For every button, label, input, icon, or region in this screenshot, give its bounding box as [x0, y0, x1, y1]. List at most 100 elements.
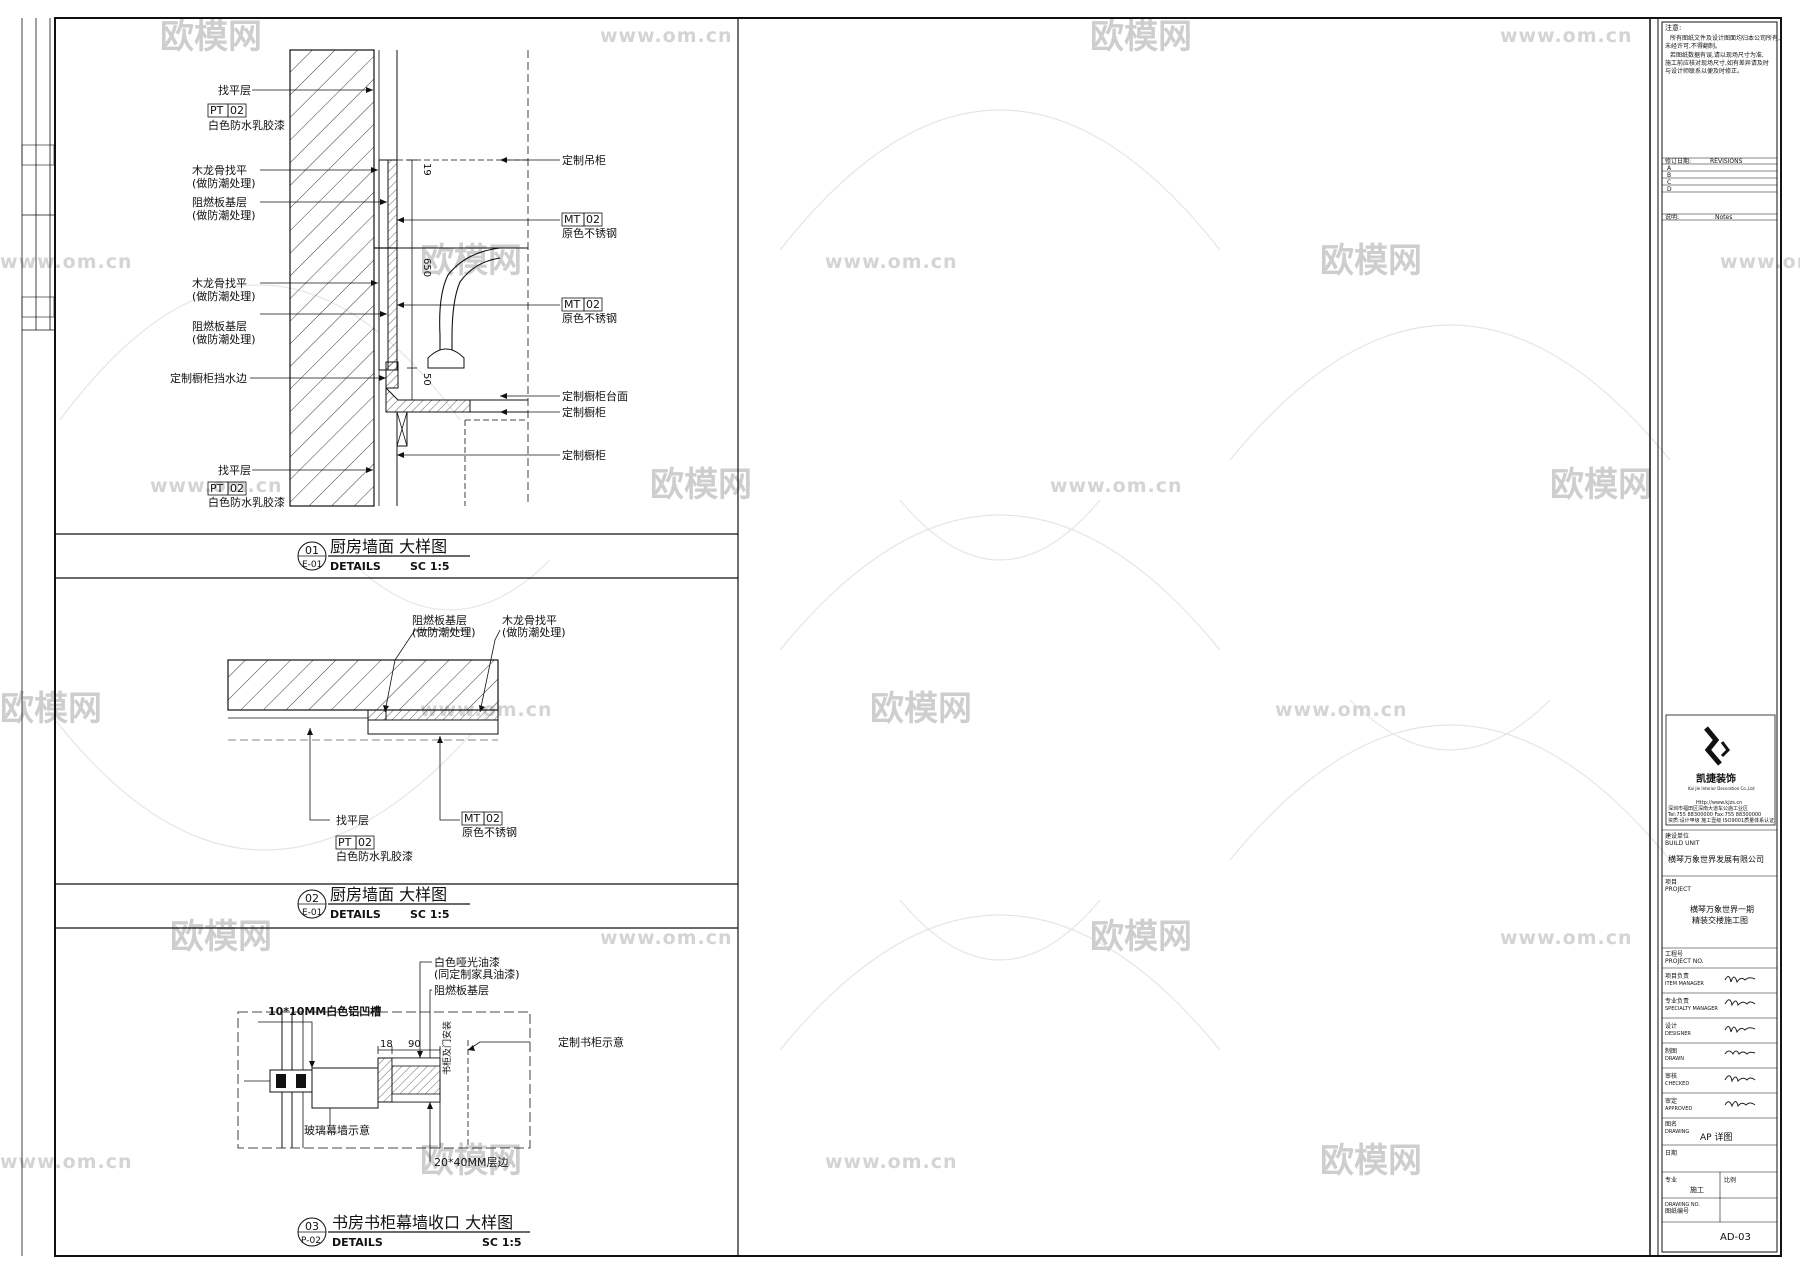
label-board-note: (做防潮处理) — [192, 208, 256, 222]
role-en: APPROVED — [1665, 1106, 1692, 1112]
label-steel: 原色不锈钢 — [562, 226, 617, 240]
note-line: 若图纸数据有误,请以现场尺寸为准, — [1670, 51, 1764, 59]
label-board-note: (做防潮处理) — [412, 625, 476, 639]
role-label: 设计 — [1665, 1022, 1677, 1030]
material-tag-number: 02 — [486, 812, 500, 825]
label-glass: 玻璃幕墙示意 — [304, 1123, 370, 1137]
dimension-label: 650 — [421, 258, 432, 277]
label-paint-bottom: 白色防水乳胶漆 — [208, 495, 285, 509]
label-splash: 定制橱柜挡水边 — [170, 371, 247, 385]
label-paint: 白色哑光油漆 — [434, 955, 500, 969]
stage-label: 专业 — [1665, 1176, 1677, 1184]
watermark-brand: 欧模网 — [1320, 241, 1422, 281]
label-bookcase: 定制书柜示意 — [558, 1035, 624, 1049]
dimension-label: 19 — [421, 163, 432, 176]
project-label: 项目 — [1665, 879, 1677, 886]
scale-label: 比例 — [1724, 1176, 1736, 1184]
label-board: 阻燃板基层 — [412, 613, 467, 627]
company-url: Http://www.kjzs.cn — [1696, 800, 1742, 806]
dimension-label: 50 — [421, 373, 432, 386]
material-tag-number: 02 — [230, 104, 244, 117]
role-label: 审定 — [1665, 1097, 1677, 1105]
drawing-no-en: DRAWING NO. — [1665, 1202, 1700, 1208]
dimension-label: 90 — [408, 1039, 421, 1050]
details-label: DETAILS — [330, 908, 381, 921]
project-no-label: 工程号 — [1665, 950, 1683, 958]
detail-title: 厨房墙面 大样图 — [330, 537, 447, 556]
build-unit-en: BUILD UNIT — [1665, 840, 1700, 847]
build-unit-label: 建设单位 — [1665, 832, 1689, 840]
watermark-url: www.om.cn — [0, 251, 133, 273]
note-line: 未经许可,不得翻制。 — [1665, 42, 1721, 50]
detail-ref: E-01 — [302, 908, 322, 918]
watermark-url: www.om.cn — [1500, 927, 1633, 949]
watermark-url: www.om.cn — [0, 1151, 133, 1173]
label-gap: 20*40MM层边 — [434, 1156, 508, 1169]
scale-label: SC 1:5 — [482, 1236, 522, 1249]
material-tag-code: MT — [564, 213, 580, 226]
revision-row: B — [1667, 172, 1671, 179]
label-keel: 木龙骨找平 — [192, 276, 247, 290]
label-keel-note: (做防潮处理) — [502, 625, 566, 639]
label-keel-note: (做防潮处理) — [192, 176, 256, 190]
watermark-url: www.om.cn — [1275, 699, 1408, 721]
dimension-label: 18 — [380, 1039, 393, 1050]
company-tel: Tel:755 88300000 Fax:755 88300000 — [1667, 812, 1761, 818]
label-level: 找平层 — [336, 813, 369, 827]
scale-label: SC 1:5 — [410, 908, 450, 921]
watermark-brand: 欧模网 — [650, 465, 752, 505]
material-tag-code: PT — [338, 836, 352, 849]
label-hanging-cabinet: 定制吊柜 — [562, 153, 606, 167]
role-en: DRAWN — [1665, 1056, 1684, 1062]
role-label: 专业负责 — [1665, 997, 1689, 1005]
role-en: ITEM MANAGER — [1665, 981, 1704, 987]
watermark-brand: 欧模网 — [1090, 917, 1192, 957]
stage-value: 施工 — [1690, 1185, 1704, 1194]
label-countertop: 定制橱柜台面 — [562, 389, 628, 403]
material-tag-number: 02 — [230, 482, 244, 495]
watermark-brand: 欧模网 — [420, 241, 522, 281]
watermark-url: www.om.cn — [600, 927, 733, 949]
revisions-label: 修订日期: — [1665, 157, 1691, 165]
note-line: 与设计师联系以便及时修正。 — [1665, 67, 1743, 75]
role-en: SPECIALTY MANAGER — [1665, 1006, 1718, 1012]
watermark-brand: 欧模网 — [1090, 17, 1192, 57]
detail-title: 厨房墙面 大样图 — [330, 885, 447, 904]
project-value: 横琴万象世界一期 — [1690, 904, 1754, 914]
scale-label: SC 1:5 — [410, 560, 450, 573]
label-paint: 白色防水乳胶漆 — [336, 849, 413, 863]
note-line: 所有图纸文件及设计图面均归本公司所有, — [1670, 34, 1780, 42]
role-label: 审核 — [1665, 1072, 1677, 1080]
label-keel: 木龙骨找平 — [502, 613, 557, 627]
role-en: CHECKED — [1665, 1081, 1689, 1087]
label-board: 阻燃板基层 — [192, 319, 247, 333]
material-tag-number: 02 — [586, 298, 600, 311]
watermark-brand: 欧模网 — [160, 17, 262, 57]
watermark-url: www.om.cn — [825, 251, 958, 273]
sheet-frame — [21, 17, 1782, 1257]
revisions-en: REVISIONS — [1710, 158, 1743, 165]
detail-02-drawing: 阻燃板基层 (做防潮处理) 木龙骨找平 (做防潮处理) 找平层 PT 02 白色… — [227, 613, 566, 863]
detail-ref: E-01 — [302, 560, 322, 570]
label-board: 阻燃板基层 — [434, 983, 489, 997]
role-label: 项目负责 — [1665, 972, 1689, 980]
revision-row: A — [1667, 165, 1672, 172]
watermark-brand: 欧模网 — [1320, 1141, 1422, 1181]
title-block: 注意: 所有图纸文件及设计图面均归本公司所有, 未经许可,不得翻制。 若图纸数据… — [1661, 21, 1780, 1253]
remark-en: Notes — [1715, 214, 1732, 221]
watermark-url: www.om.cn — [1050, 475, 1183, 497]
material-tag-code: PT — [210, 482, 224, 495]
project-value: 精装交楼施工图 — [1692, 915, 1748, 925]
detail-number: 01 — [305, 544, 319, 557]
role-en: DESIGNER — [1665, 1031, 1691, 1037]
remark-label: 说明: — [1665, 213, 1679, 221]
watermark-brand: 欧模网 — [0, 689, 102, 729]
drawing-en: DRAWING — [1665, 1129, 1689, 1135]
date-label: 日期 — [1665, 1149, 1677, 1157]
label-cabinet: 定制橱柜 — [562, 448, 606, 462]
watermark-url: www.om.cn — [150, 475, 283, 497]
company-cert: 资质:设计甲级 施工壹级 ISO9001质量体系认证 — [1668, 817, 1774, 824]
revision-row: D — [1667, 186, 1672, 193]
